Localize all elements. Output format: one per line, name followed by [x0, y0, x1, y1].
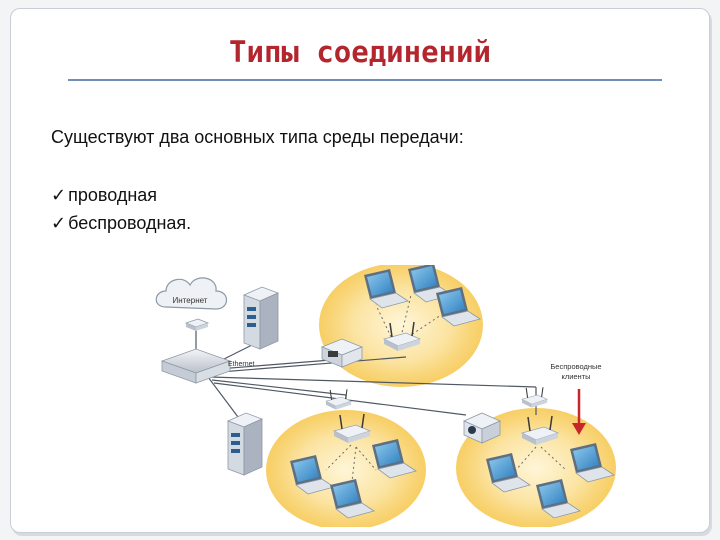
server-icon-bottom [227, 412, 263, 476]
wireless-zone-right [456, 408, 616, 527]
bullet-text: проводная [68, 185, 158, 205]
title-divider [68, 79, 662, 81]
cloud-label: Интернет [173, 296, 208, 305]
wireless-zone-top [319, 265, 483, 387]
network-diagram: Интернет Ethernet [155, 265, 616, 527]
slide-title: Типы соединений [229, 35, 491, 69]
access-point-icon-mid-right [521, 386, 548, 409]
intro-text: Существуют два основных типа среды перед… [51, 127, 464, 147]
server-icon-top [243, 286, 279, 350]
projector-icon [463, 412, 501, 444]
wireless-clients-label-line1: Беспроводные [550, 362, 601, 371]
printer-icon [320, 338, 364, 368]
slide: Типы соединений Существуют два основных … [10, 8, 710, 533]
bullet-text: беспроводная. [68, 213, 192, 233]
bullet-item-wired: ✓проводная [51, 185, 157, 206]
ethernet-switch-icon [160, 348, 232, 384]
bullet-item-wireless: ✓беспроводная. [51, 213, 191, 234]
switch-label: Ethernet [228, 361, 255, 368]
checkmark-icon: ✓ [51, 213, 67, 234]
wireless-clients-label-line2: клиенты [561, 372, 590, 381]
internet-cloud-icon: Интернет [155, 277, 228, 310]
modem-icon [184, 318, 210, 331]
access-point-icon-mid [325, 388, 352, 411]
checkmark-icon: ✓ [51, 185, 67, 206]
red-arrow-icon [572, 389, 586, 435]
wireless-zone-left [266, 410, 426, 527]
